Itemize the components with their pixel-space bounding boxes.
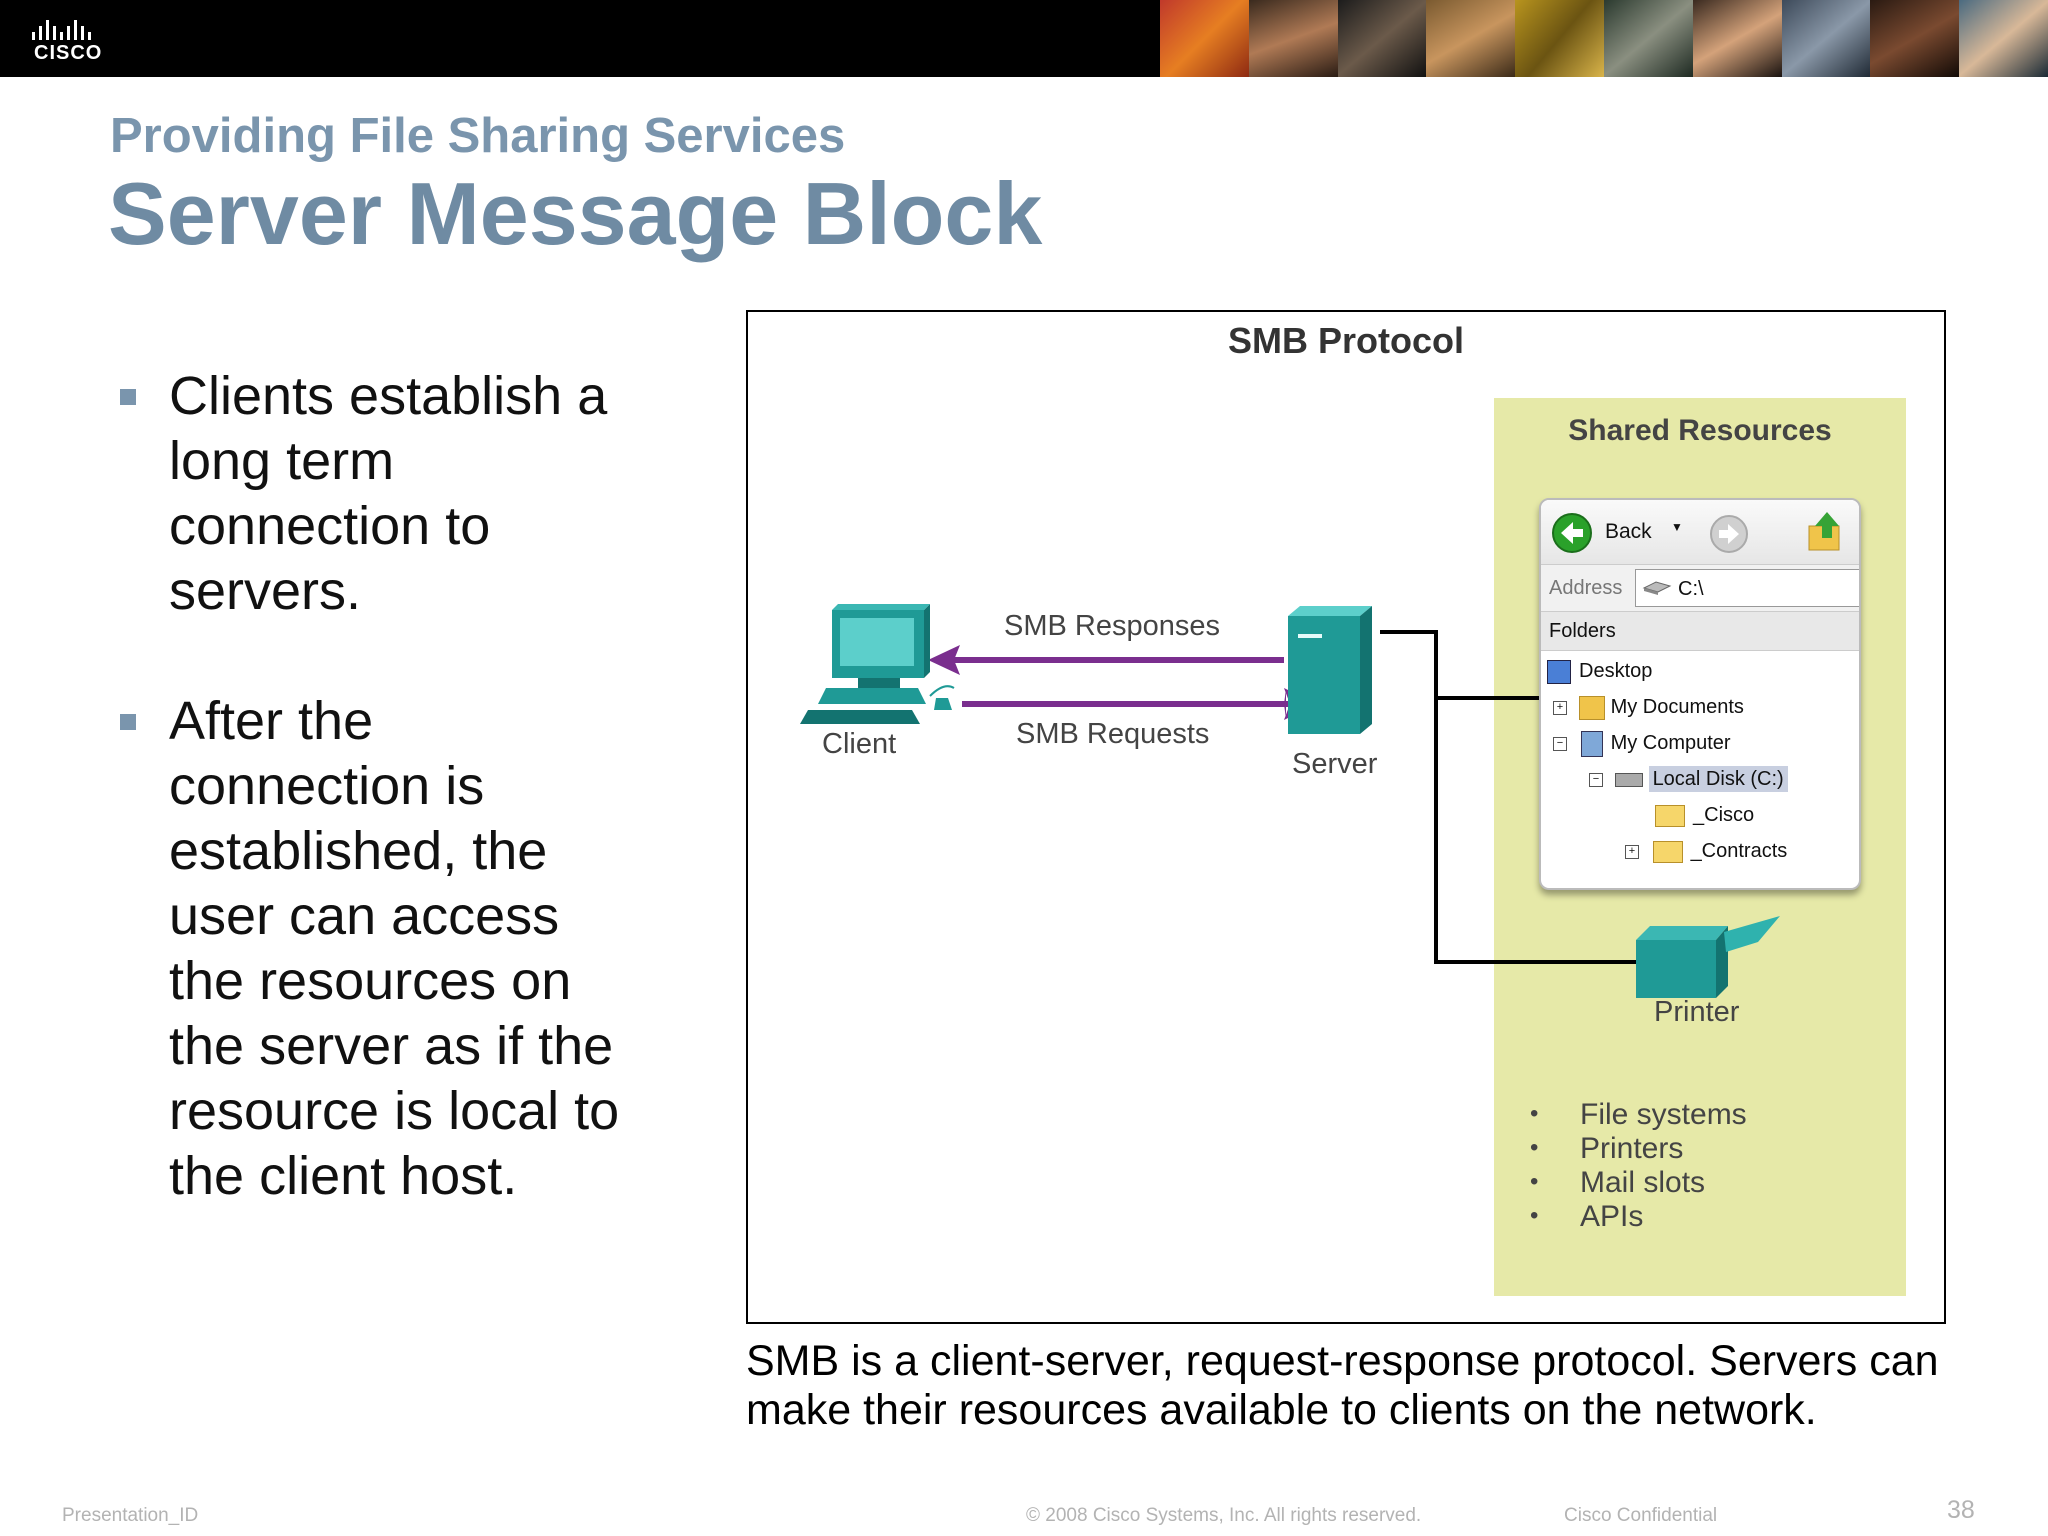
tree-item-label: _Cisco (1693, 804, 1755, 826)
drive-icon (1642, 581, 1672, 595)
banner-photo-strip (1160, 0, 2048, 77)
banner-photo (1426, 0, 1516, 77)
resource-list: • File systems • Printers • Mail slots • API… (1530, 1098, 1747, 1234)
tree-item-label: Desktop (1579, 660, 1653, 682)
folder-icon (1655, 804, 1685, 827)
server-printer-link (1434, 698, 1636, 964)
banner-photo (1515, 0, 1604, 77)
figure-caption: SMB is a client-server, request-response… (746, 1337, 1939, 1434)
folder-up-icon (1808, 512, 1840, 551)
tree-item-my-documents[interactable]: + My Documents (1541, 689, 1859, 725)
square-bullet-icon (120, 389, 136, 405)
response-arrowhead (928, 645, 960, 675)
banner-photo (1781, 0, 1871, 77)
tree-item-desktop[interactable]: Desktop (1541, 653, 1859, 689)
folder-icon (1652, 840, 1683, 863)
folder-tree: Desktop + My Documents − My Computer − L… (1541, 651, 1859, 869)
banner-photo (1692, 0, 1782, 77)
tree-item-label: My Documents (1610, 696, 1744, 718)
folders-header: Folders (1541, 612, 1859, 651)
address-label: Address (1549, 577, 1623, 599)
cisco-logo-icon (32, 20, 91, 40)
server-label: Server (1292, 748, 1378, 780)
address-field[interactable]: C:\ (1635, 569, 1859, 607)
bullet-dot-icon: • (1530, 1168, 1539, 1195)
drive-icon (1614, 772, 1643, 787)
address-value: C:\ (1678, 578, 1704, 600)
banner-photo (1337, 0, 1427, 77)
footer-copyright: © 2008 Cisco Systems, Inc. All rights re… (1026, 1505, 1422, 1526)
network-diagram (800, 604, 1780, 998)
tree-item-my-computer[interactable]: − My Computer (1541, 725, 1859, 761)
slide-subtitle: Providing File Sharing Services (110, 109, 846, 163)
collapse-minus-icon[interactable]: − (1589, 772, 1603, 787)
client-computer-icon (800, 604, 955, 724)
resource-item: • Printers (1530, 1132, 1747, 1166)
smb-responses-label: SMB Responses (1004, 610, 1220, 642)
figure-title: SMB Protocol (1227, 320, 1464, 361)
explorer-window: Back ▼ Address C:\ Folders (1539, 498, 1861, 890)
banner-photo (1959, 0, 2048, 77)
bullet-dot-icon: • (1530, 1202, 1539, 1229)
smb-protocol-figure: SMB Protocol Shared Resources (746, 310, 1946, 1324)
resource-text: Mail slots (1580, 1166, 1706, 1199)
banner-photo (1248, 0, 1338, 77)
resource-text: APIs (1580, 1200, 1644, 1233)
cisco-logo-text: CISCO (34, 42, 103, 64)
bullet-text: After the connection is established, the… (169, 691, 620, 1206)
printer-label: Printer (1654, 996, 1740, 1028)
resource-item: • APIs (1530, 1200, 1747, 1234)
server-icon (1288, 606, 1372, 734)
tree-item-cisco[interactable]: _Cisco (1541, 797, 1859, 833)
square-bullet-icon (120, 714, 136, 730)
forward-arrow-icon (1710, 515, 1748, 553)
tree-item-label: Local Disk (C:) (1648, 766, 1788, 792)
bullet-dot-icon: • (1530, 1134, 1539, 1161)
bullet-item: After the connection is established, the… (118, 689, 648, 1209)
page-number: 38 (1947, 1496, 1975, 1524)
desktop-icon (1547, 659, 1571, 684)
computer-icon (1580, 730, 1603, 757)
banner-photo (1603, 0, 1693, 77)
resource-text: Printers (1580, 1132, 1684, 1165)
tree-item-contracts[interactable]: + _Contracts (1541, 833, 1859, 869)
explorer-toolbar: Back ▼ (1541, 500, 1859, 565)
back-arrow-icon (1552, 513, 1592, 553)
footer-presentation-id: Presentation_ID (62, 1505, 199, 1526)
server-explorer-link (1380, 630, 1610, 700)
back-button-label: Back (1605, 520, 1652, 543)
resource-text: File systems (1580, 1098, 1747, 1131)
expand-plus-icon[interactable]: + (1553, 700, 1567, 715)
bullet-text: Clients establish a long term connection… (169, 366, 608, 621)
expand-plus-icon[interactable]: + (1625, 844, 1639, 859)
shared-resources-title: Shared Resources (1568, 414, 1832, 447)
bullet-list: Clients establish a long term connection… (118, 364, 648, 1274)
bullet-item: Clients establish a long term connection… (118, 364, 648, 624)
top-banner: CISCO (0, 0, 2048, 77)
bullet-dot-icon: • (1530, 1100, 1539, 1127)
banner-photo (1160, 0, 1249, 77)
client-label: Client (822, 728, 897, 760)
slide-title: Server Message Block (108, 164, 1043, 263)
resource-item: • File systems (1530, 1098, 1747, 1132)
tree-item-local-disk[interactable]: − Local Disk (C:) (1541, 761, 1859, 797)
collapse-minus-icon[interactable]: − (1553, 736, 1567, 751)
documents-folder-icon (1578, 695, 1605, 720)
chevron-down-icon: ▼ (1671, 520, 1683, 534)
smb-requests-label: SMB Requests (1016, 718, 1210, 750)
tree-item-label: My Computer (1610, 732, 1731, 754)
resource-item: • Mail slots (1530, 1166, 1747, 1200)
banner-photo (1870, 0, 1960, 77)
footer-confidential: Cisco Confidential (1564, 1505, 1718, 1526)
tree-item-label: _Contracts (1690, 840, 1788, 862)
printer-icon (1636, 916, 1780, 998)
explorer-address-bar: Address C:\ (1541, 565, 1859, 612)
